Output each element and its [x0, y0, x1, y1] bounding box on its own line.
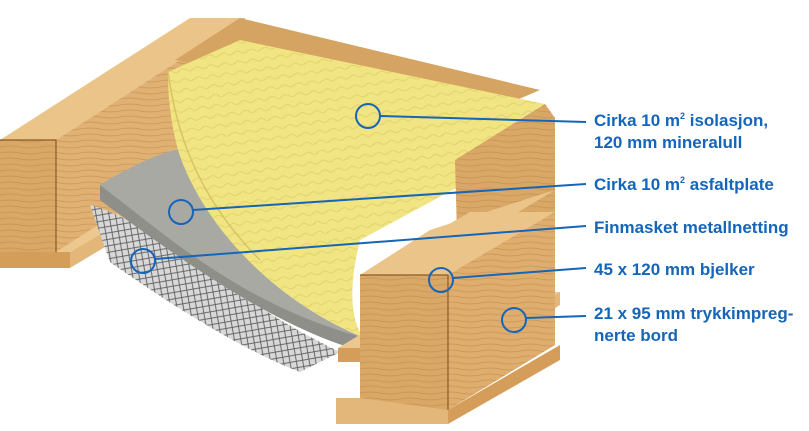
callout-joists	[428, 267, 587, 293]
label-mesh: Finmasket metallnetting	[594, 218, 789, 237]
label-boards: 21 x 95 mm trykkimpreg- nerte bord	[594, 304, 794, 345]
mineral-wool-insulation	[167, 40, 545, 338]
callout-insulation	[355, 103, 587, 129]
callout-mesh	[130, 225, 587, 274]
label-asphalt: Cirka 10 m2 asfaltplate	[594, 175, 774, 194]
label-joists: 45 x 120 mm bjelker	[594, 260, 755, 279]
label-insulation: Cirka 10 m2 isolasjon, 120 mm mineralull	[594, 111, 769, 152]
asphalt-board	[100, 149, 365, 352]
callout-boards	[501, 307, 587, 333]
metal-mesh	[90, 205, 340, 372]
callout-asphalt	[168, 183, 587, 225]
front-bottom-board	[336, 345, 560, 424]
right-front-joist	[360, 190, 555, 410]
